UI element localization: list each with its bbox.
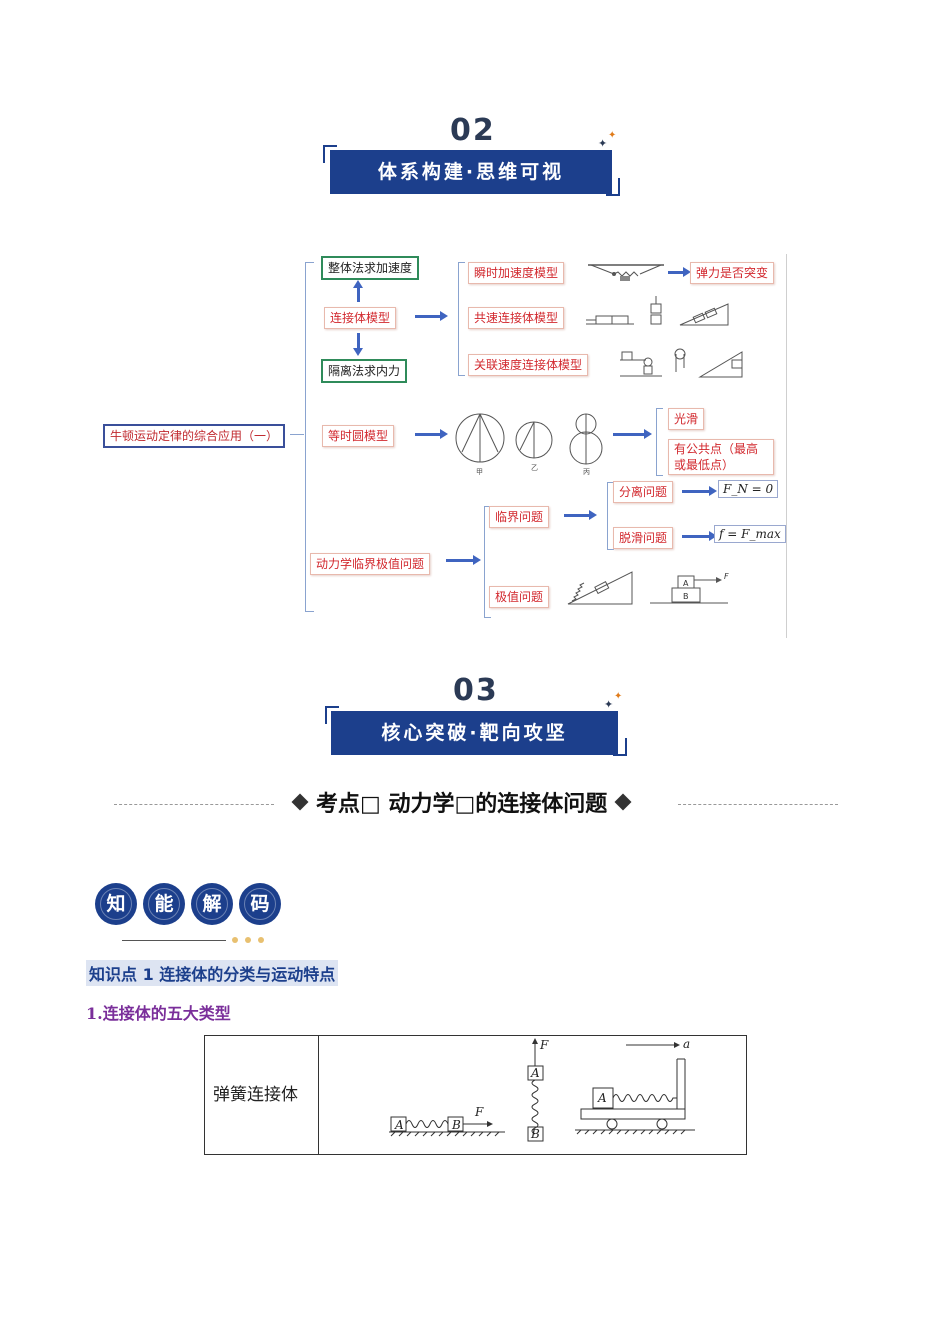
badge-jie: 解: [191, 883, 233, 925]
topic-title: 考点□ 动力学□的连接体问题: [284, 786, 639, 818]
label-a: A: [394, 1118, 404, 1132]
figure-label: F: [724, 572, 729, 581]
arrow-right: [613, 429, 652, 439]
figure-label: 乙: [531, 464, 538, 472]
sparkle-icon: ✦: [614, 691, 623, 702]
topic-bar: 考点□ 动力学□的连接体问题: [0, 786, 950, 818]
connector: [290, 434, 304, 435]
node-instant-accel-model: 瞬时加速度模型: [468, 262, 565, 284]
dot-icon: [245, 937, 251, 943]
table-row: 弹簧连接体 A B F F A: [204, 1035, 747, 1155]
divider: [786, 254, 787, 638]
dot-icon: [258, 937, 264, 943]
label-a: A: [597, 1091, 607, 1105]
section-number: 02: [450, 113, 496, 148]
arrow-right: [668, 267, 691, 277]
figure-common-velocity: [586, 296, 729, 326]
dotted-line-right: [678, 804, 838, 805]
badge-neng: 能: [143, 883, 185, 925]
label-f: F: [539, 1038, 549, 1052]
arrow-down: [357, 333, 360, 349]
diamond-icon: [614, 793, 632, 811]
banner-bracket-left: [325, 706, 339, 724]
badge-zhi: 知: [95, 883, 137, 925]
dotted-line-left: [114, 804, 274, 805]
node-related-velocity-model: 关联速度连接体模型: [468, 354, 589, 376]
table-cell-type: 弹簧连接体: [204, 1035, 319, 1155]
node-spring-sudden: 弹力是否突变: [690, 262, 775, 284]
knowledge-point-title: 知识点 1 连接体的分类与运动特点: [86, 960, 339, 986]
node-common-point: 有公共点（最高或最低点）: [668, 439, 774, 475]
brace: [656, 408, 663, 476]
node-common-velocity-model: 共速连接体模型: [468, 307, 565, 329]
arrow-head: [353, 280, 363, 288]
brace: [305, 262, 314, 612]
sparkle-icon: ✦: [604, 698, 614, 711]
dot-icon: [232, 937, 238, 943]
node-critical-problem: 临界问题: [489, 506, 550, 528]
node-extreme-problem: 极值问题: [489, 586, 550, 608]
formula-max-friction: f = F_max: [714, 525, 786, 543]
mindmap-root: 牛顿运动定律的综合应用（一）: [103, 424, 286, 448]
banner-bracket-left: [323, 145, 337, 163]
underline: [122, 940, 226, 941]
formula-normal-force: F_N = 0: [718, 480, 779, 498]
node-dynamics-critical: 动力学临界极值问题: [310, 553, 431, 575]
section-banner: 核心突破·靶向攻坚: [331, 711, 618, 755]
node-equal-time-model: 等时圆模型: [322, 425, 395, 447]
figure-label: 甲: [476, 468, 483, 476]
arrow-right: [682, 486, 717, 496]
arrow-right: [682, 531, 717, 541]
arrow-head: [353, 348, 363, 356]
brace: [458, 262, 465, 376]
brace: [484, 506, 491, 618]
figure-label: A: [683, 579, 689, 588]
arrow-right: [415, 429, 448, 439]
label-f: F: [474, 1105, 484, 1119]
figure-label: B: [683, 592, 689, 601]
topic-text: 考点□ 动力学□的连接体问题: [316, 792, 608, 817]
table-cell-figure: A B F F A B a A: [318, 1035, 747, 1155]
sparkle-icon: ✦: [598, 137, 608, 150]
arrow-right: [564, 510, 597, 520]
node-whole-method: 整体法求加速度: [321, 256, 420, 280]
figure-stacked-blocks: A B F: [650, 572, 729, 604]
figure-instant-accel: [588, 264, 664, 281]
figure-label: 丙: [583, 468, 590, 476]
node-separation-problem: 分离问题: [613, 481, 674, 503]
figure-equal-time-circles: 甲 乙 丙: [455, 413, 603, 476]
figure-incline: [567, 571, 633, 605]
connected-body-table: 弹簧连接体 A B F F A: [204, 1035, 747, 1155]
node-connected-model: 连接体模型: [324, 307, 397, 329]
mind-map: 牛顿运动定律的综合应用（一） 整体法求加速度 连接体模型 隔离法求内力 瞬时加速…: [100, 250, 790, 642]
banner-bracket-right: [613, 738, 627, 756]
banner-bracket-right: [606, 178, 620, 196]
sparkle-icon: ✦: [608, 130, 617, 141]
label-accel: a: [683, 1037, 690, 1051]
badge-ma: 码: [239, 883, 281, 925]
node-isolation-method: 隔离法求内力: [321, 359, 408, 383]
label-a: A: [530, 1066, 540, 1080]
figure-related-velocity: [620, 348, 743, 378]
subsection-title: 1.连接体的五大类型: [86, 1004, 231, 1023]
arrow-up: [357, 286, 360, 302]
figure-spring-connected: A B F F A B a A: [389, 1037, 695, 1142]
brace: [607, 482, 614, 550]
node-smooth: 光滑: [668, 408, 705, 430]
arrow-right: [415, 311, 448, 321]
diamond-icon: [291, 793, 309, 811]
section-number: 03: [453, 673, 499, 708]
node-slip-problem: 脱滑问题: [613, 527, 674, 549]
arrow-right: [446, 555, 481, 565]
label-b: B: [451, 1118, 461, 1132]
label-b: B: [530, 1127, 540, 1141]
section-banner: 体系构建·思维可视: [330, 150, 612, 194]
